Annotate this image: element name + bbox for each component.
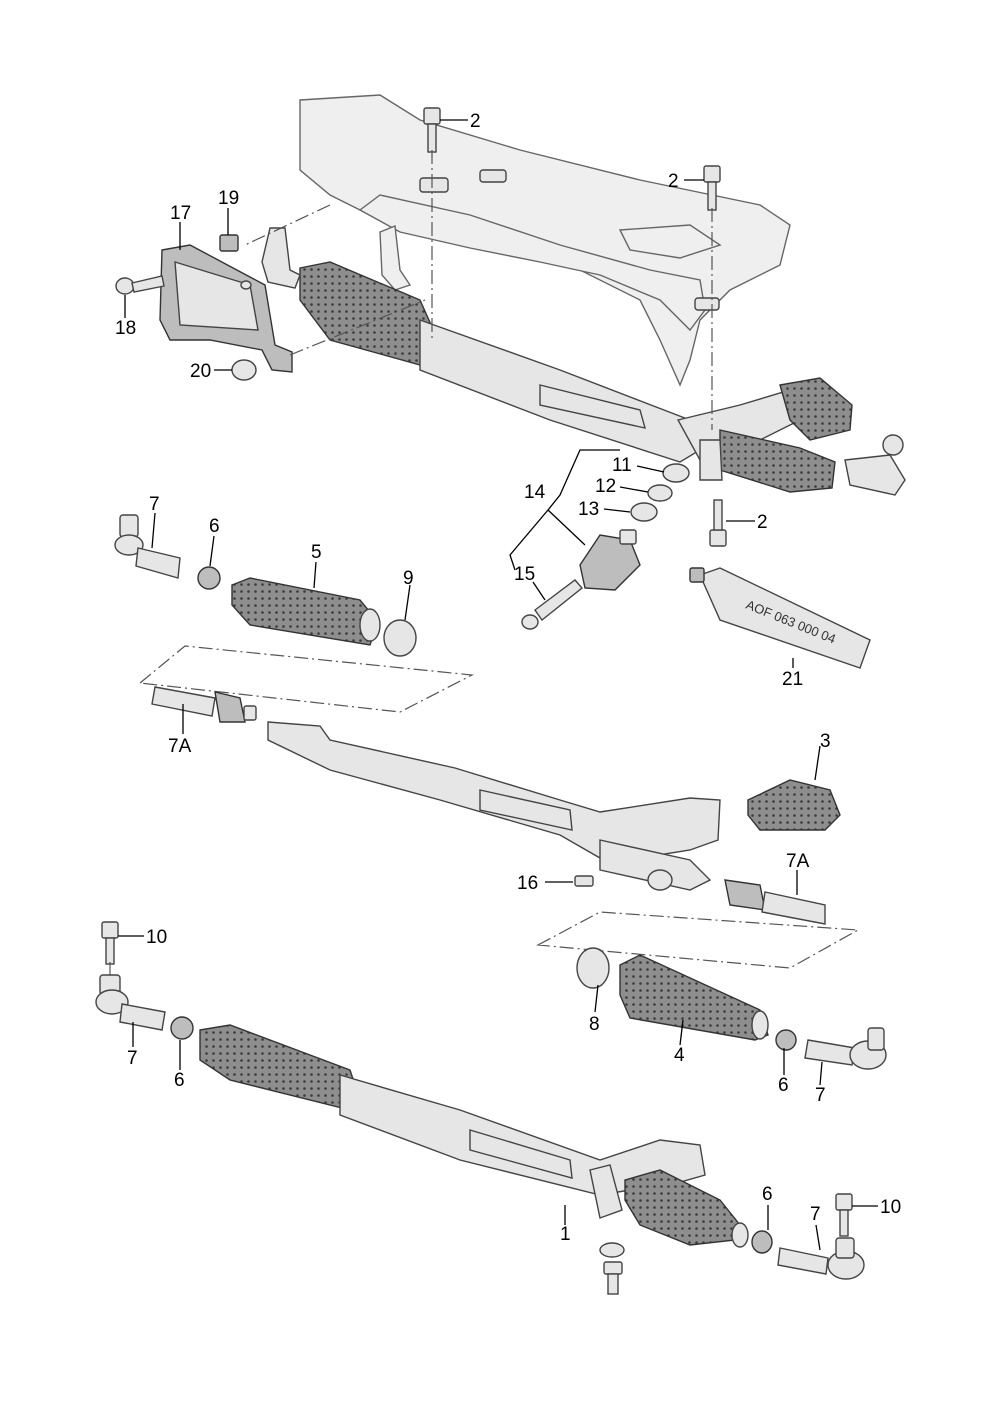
callout-11: 11: [612, 455, 632, 476]
middle-steering-rack: [267, 721, 721, 891]
clamp-8: [576, 947, 610, 989]
callout-7-bottom-left: 7: [127, 1048, 138, 1069]
callout-3: 3: [820, 731, 831, 752]
callout-16: 16: [517, 873, 538, 894]
callout-7-mid-left: 7: [149, 494, 160, 515]
callout-20: 20: [190, 361, 211, 382]
callout-7-bottom-right: 7: [810, 1204, 821, 1225]
callout-13: 13: [578, 499, 599, 520]
callout-6-bottom-right: 6: [762, 1184, 773, 1205]
tie-rod-end-bottom-left: [95, 974, 166, 1031]
callout-2-top-left: 2: [470, 111, 481, 132]
callout-2-top-right: 2: [668, 171, 679, 192]
clip-nut-19: [219, 234, 239, 252]
boot-3: [747, 779, 841, 831]
screw-18: [115, 275, 165, 295]
bottom-steering-rack: [199, 1024, 749, 1248]
callout-7A-left: 7A: [168, 736, 192, 757]
boot-5: [231, 577, 381, 646]
grease-tube-21: [689, 567, 871, 669]
callout-4: 4: [674, 1045, 685, 1066]
bolt-10-right: [835, 1193, 853, 1237]
callout-2-lower: 2: [757, 512, 768, 533]
callout-12: 12: [595, 476, 616, 497]
tie-rod-end-left: [114, 514, 181, 579]
bolt-16: [574, 875, 594, 887]
valve-14: [579, 529, 641, 591]
callout-21: 21: [782, 669, 803, 690]
nut-6-right: [775, 1029, 797, 1051]
seal-and-plug: [599, 1242, 625, 1295]
nut-6-bottom-left: [170, 1016, 194, 1040]
callout-10-left: 10: [146, 927, 167, 948]
callout-10-right: 10: [880, 1197, 901, 1218]
bolt-15: [521, 579, 584, 630]
inner-tie-rod-7A-right: [724, 879, 826, 925]
callout-17: 17: [170, 203, 191, 224]
nut-6-mid: [197, 566, 221, 590]
callout-5: 5: [311, 542, 322, 563]
seal-ring-12: [647, 484, 673, 502]
callout-19: 19: [218, 188, 239, 209]
tie-rod-end-right: [804, 1027, 887, 1070]
inner-tie-rod-7A-left: [151, 686, 257, 723]
seal-ring-13: [630, 502, 658, 522]
callout-15: 15: [514, 564, 535, 585]
bolt-2-top-left: [423, 107, 441, 153]
tie-rod-end-bottom-right: [777, 1237, 865, 1280]
boot-4: [619, 954, 769, 1041]
bolt-2-top-right: [703, 165, 721, 211]
top-steering-rack: [261, 227, 906, 496]
bolt-10-left: [101, 921, 119, 965]
callout-6-bottom-left: 6: [174, 1070, 185, 1091]
callout-9: 9: [403, 568, 414, 589]
subframe: [299, 94, 791, 387]
callout-14: 14: [524, 482, 546, 503]
callout-6-right: 6: [778, 1075, 789, 1096]
nut-6-bottom-right: [751, 1230, 773, 1254]
bolt-2-lower: [709, 499, 727, 547]
seal-ring-11: [662, 463, 690, 483]
callout-1: 1: [560, 1224, 571, 1245]
callout-7A-right: 7A: [786, 851, 810, 872]
callout-8: 8: [589, 1014, 600, 1035]
nut-20: [231, 359, 257, 381]
callout-18: 18: [115, 318, 136, 339]
heat-shield-bracket: [159, 244, 293, 373]
callout-7-right: 7: [815, 1085, 826, 1106]
clamp-9: [383, 619, 417, 657]
callout-6-mid: 6: [209, 516, 220, 537]
